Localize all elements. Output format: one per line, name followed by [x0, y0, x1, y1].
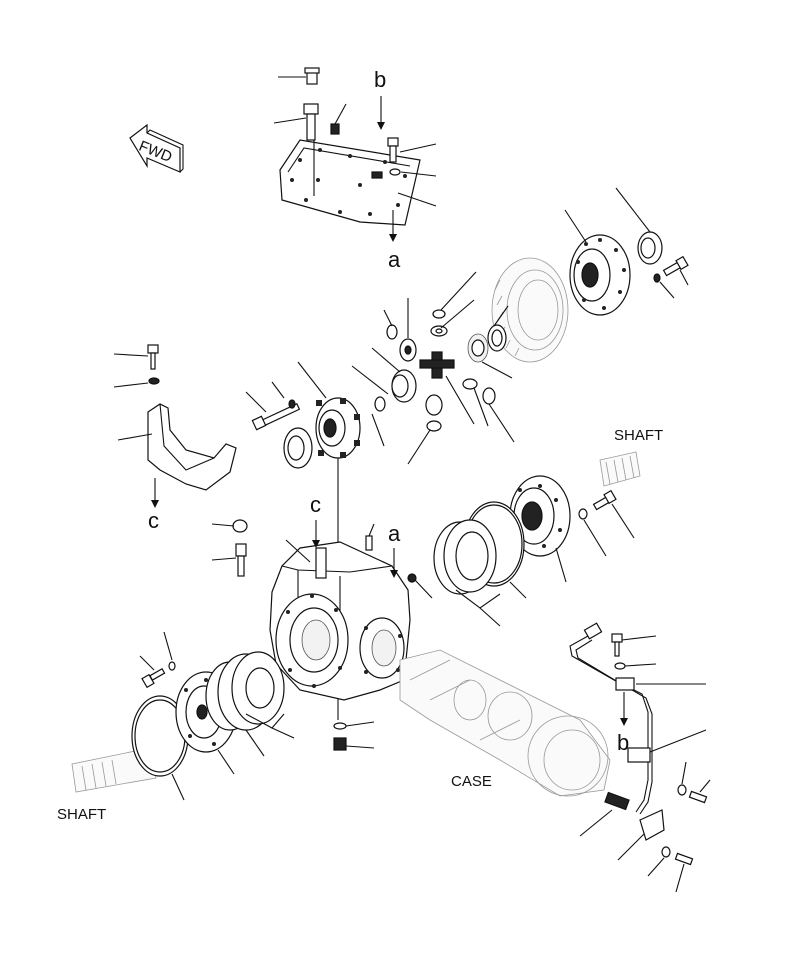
ref-a-top: a: [388, 247, 401, 272]
left-brake-group: SHAFT: [57, 631, 295, 823]
sensor-bracket: [639, 809, 665, 841]
case-ghost: CASE: [399, 649, 611, 797]
shaft-left-label: SHAFT: [57, 806, 106, 823]
speed-sensor: [604, 791, 630, 811]
shaft-right-label: SHAFT: [614, 427, 663, 444]
ref-a-mid: a: [388, 521, 401, 546]
harness-clamp: [615, 677, 635, 691]
left-cover-group: c: [113, 344, 237, 533]
ref-b-right: b: [617, 730, 629, 755]
right-hub-group: [564, 187, 689, 316]
harness-connector: [583, 622, 603, 640]
case-label: CASE: [451, 773, 492, 790]
ring-gear-ghost: [491, 257, 569, 363]
fitting-part: [303, 103, 319, 115]
top-cover-group: b a: [273, 67, 437, 272]
ref-b-top: b: [374, 67, 386, 92]
bearing-cap: [147, 403, 237, 491]
sensor-harness-group: b: [569, 622, 711, 893]
axle-case-group: c a: [211, 492, 433, 751]
differential-group: [245, 271, 515, 720]
forward-direction-arrow: FWD: [129, 123, 184, 173]
ref-c-left: c: [148, 508, 159, 533]
right-brake-group: SHAFT: [433, 427, 663, 627]
ref-c-mid: c: [310, 492, 321, 517]
